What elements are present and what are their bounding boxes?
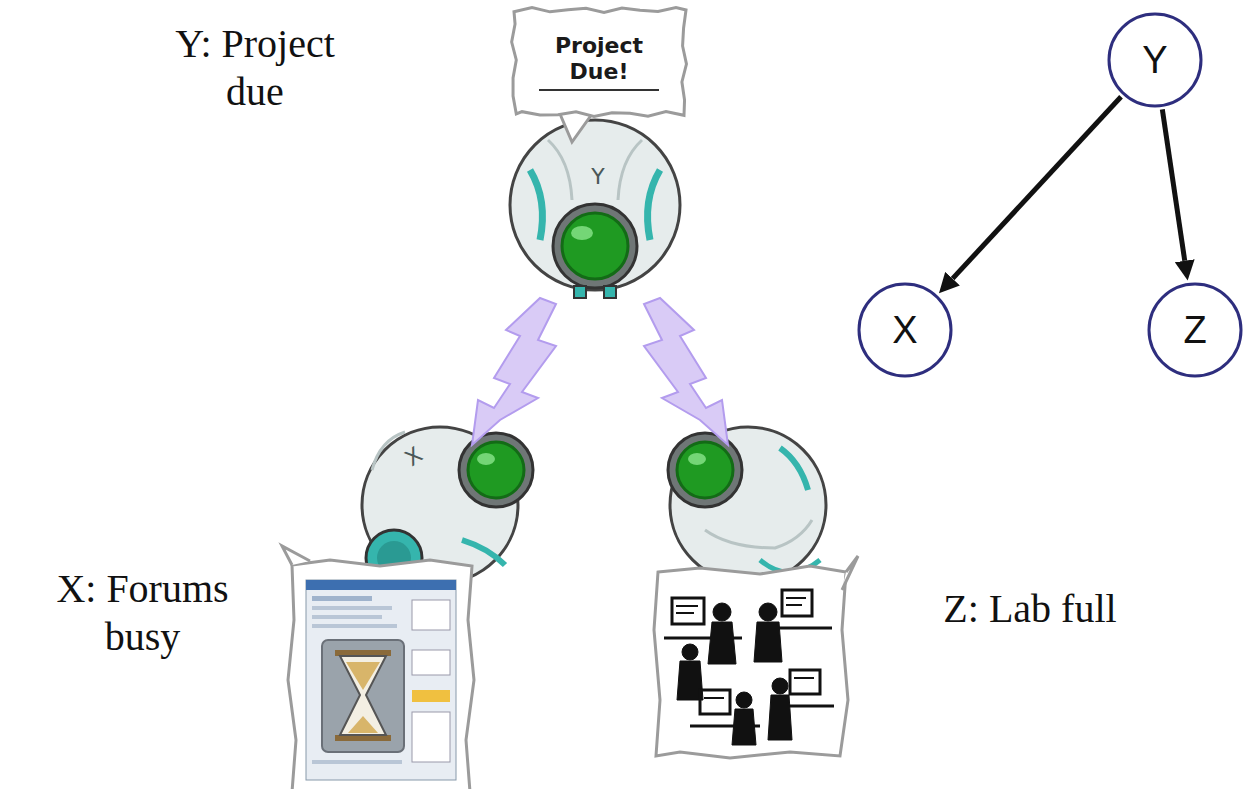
- variable-caption: Z: Lab full: [900, 585, 1160, 633]
- sensor-robot: [688, 453, 706, 465]
- node-text: Z: [1183, 311, 1206, 349]
- node-text: X: [892, 311, 917, 349]
- robot-letter: X: [396, 440, 432, 474]
- forum-bubble: [322, 640, 404, 752]
- forum-bubble: [312, 615, 382, 619]
- dependency-arrow: [953, 97, 1121, 279]
- forum-bubble: [412, 690, 450, 702]
- lab-bubble: [842, 556, 858, 590]
- lab-bubble: [790, 670, 820, 694]
- lab-bubble: [736, 692, 752, 708]
- forum-bubble: [340, 656, 386, 735]
- variable-node: Z: [1147, 282, 1243, 378]
- sensor-robot: [510, 120, 680, 298]
- variable-caption: Y: Project due: [155, 20, 355, 116]
- sensor-robot: [618, 140, 642, 200]
- forum-bubble: [312, 596, 372, 601]
- speech-bubble: Project Due!: [510, 6, 688, 118]
- forum-bubble: [282, 546, 474, 789]
- sensor-robot: [571, 226, 593, 240]
- lab-bubble: [732, 709, 756, 745]
- lab-bubble: [676, 612, 694, 614]
- lab-bubble: [772, 678, 788, 694]
- sensor-robot: [574, 286, 586, 298]
- forum-bubble: [306, 580, 456, 590]
- lab-bubble: [708, 622, 736, 664]
- robot-letter: Y: [584, 166, 612, 188]
- variable-caption: X: Forums busy: [25, 565, 260, 661]
- sensor-robot: [648, 170, 660, 240]
- node-text: Project Due!: [539, 33, 659, 91]
- forum-bubble: [412, 600, 450, 630]
- lab-bubble: [700, 690, 730, 714]
- dependency-arrow: [1162, 109, 1184, 260]
- lab-bubble: [794, 677, 814, 679]
- sensor-robot: [372, 432, 405, 470]
- forum-bubble: [412, 650, 450, 675]
- forum-bubble: [312, 606, 392, 610]
- forum-bubble: [412, 712, 450, 762]
- influence-bolt: [644, 298, 728, 445]
- lab-bubble: [713, 603, 731, 621]
- sensor-robot: [705, 520, 812, 548]
- lab-bubble: [768, 695, 792, 740]
- forum-bubble: [312, 760, 402, 764]
- lab-bubble: [682, 644, 698, 660]
- variable-node: X: [857, 282, 953, 378]
- bubble-tail: [560, 114, 592, 142]
- lab-bubble: [672, 598, 704, 624]
- lab-bubble: [759, 603, 777, 621]
- sensor-robot: [677, 442, 733, 498]
- forum-bubble: [348, 716, 378, 733]
- lab-bubble: [654, 556, 858, 758]
- lab-bubble: [754, 622, 782, 662]
- node-outline: [1149, 284, 1241, 376]
- sensor-robot: [604, 286, 616, 298]
- sensor-robot: [462, 540, 505, 565]
- sensor-robot: [530, 170, 542, 240]
- lab-bubble: [676, 605, 698, 607]
- sensor-robot: [459, 433, 533, 507]
- lab-bubble: [786, 604, 802, 606]
- sensor-robot: [548, 140, 572, 200]
- forum-bubble: [346, 662, 380, 690]
- forum-bubble: [282, 546, 310, 565]
- lab-bubble: [786, 597, 806, 599]
- forum-bubble: [288, 560, 474, 789]
- sensor-robot: [668, 433, 742, 507]
- sensor-robot: [468, 442, 524, 498]
- node-outline: [859, 284, 951, 376]
- variable-node: Y: [1107, 12, 1203, 108]
- sensor-robot: [553, 204, 637, 288]
- lab-bubble: [782, 590, 812, 616]
- sensor-robot: [477, 453, 495, 465]
- sensor-robot: [668, 427, 826, 583]
- node-outline: [1109, 14, 1201, 106]
- sensor-robot: [510, 120, 680, 290]
- bubble-outline: [512, 8, 687, 117]
- node-text: Y: [1142, 41, 1167, 79]
- lab-bubble: [704, 697, 724, 699]
- lab-bubble: [664, 590, 834, 745]
- forum-bubble: [306, 580, 456, 780]
- influence-bolt: [472, 298, 556, 445]
- forum-bubble: [312, 624, 397, 628]
- sensor-robot: [780, 448, 808, 490]
- lab-bubble: [654, 566, 848, 758]
- sensor-robot: [562, 213, 628, 279]
